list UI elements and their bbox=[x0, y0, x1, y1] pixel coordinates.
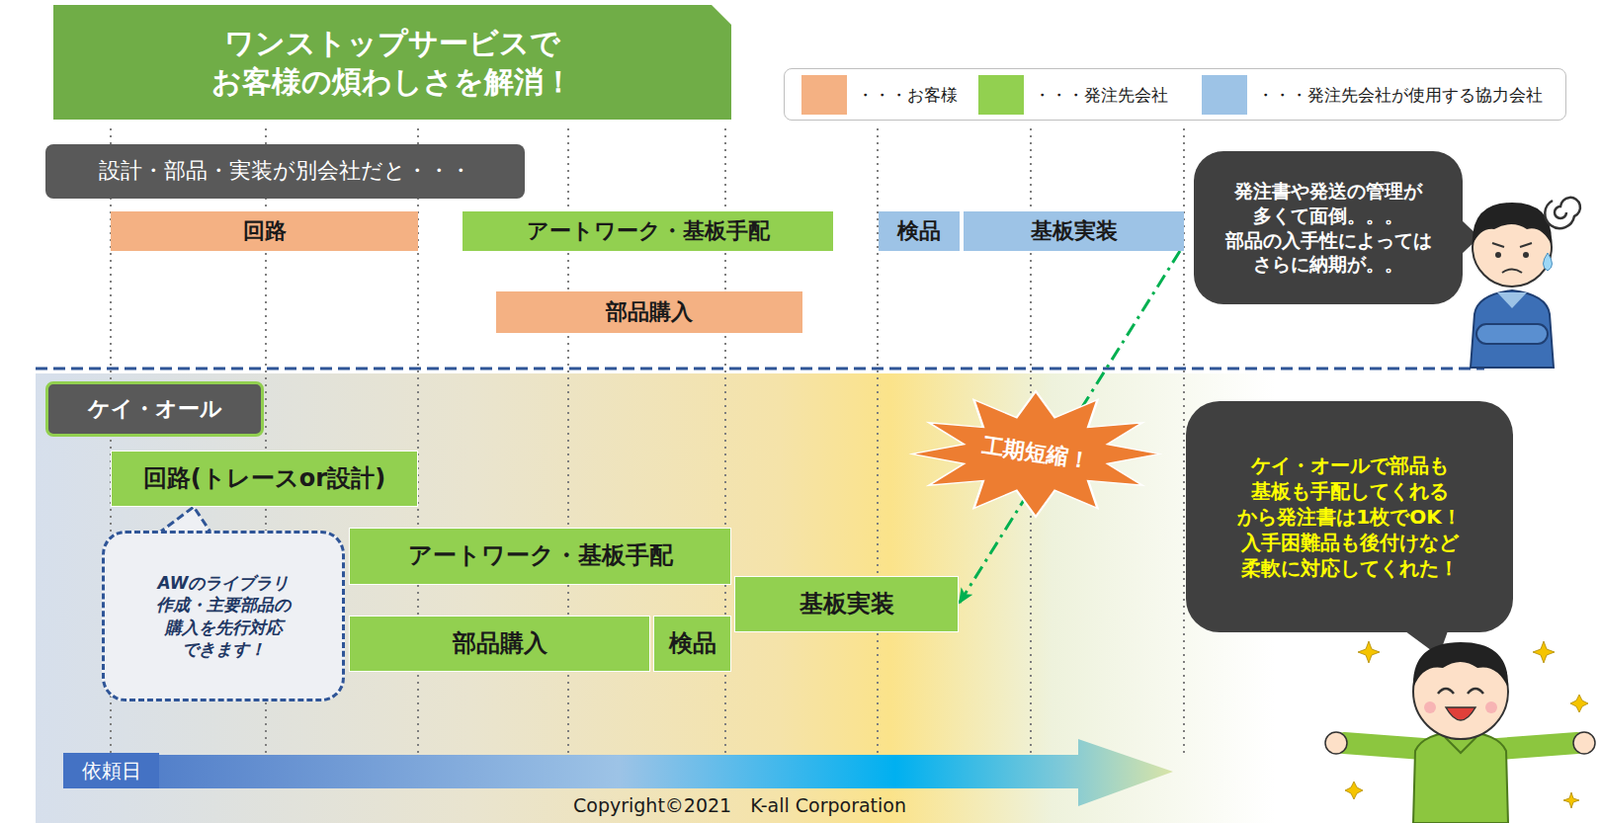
task-bar: アートワーク・基板手配 bbox=[462, 211, 834, 252]
node-text: 基板実装 bbox=[799, 589, 895, 620]
task-bar: 部品購入 bbox=[496, 291, 803, 334]
legend-swatch bbox=[801, 75, 847, 115]
sparkle bbox=[1345, 641, 1589, 809]
worried-person bbox=[1470, 197, 1581, 368]
callout-tail bbox=[158, 506, 212, 534]
callout-tail bbox=[158, 506, 212, 534]
section-divider bbox=[35, 368, 1485, 370]
node-text: 発注書や発送の管理が 多くて面倒。。。 部品の入手性によっては さらに納期が。。 bbox=[1220, 178, 1437, 277]
node-text: 基板実装 bbox=[1030, 217, 1118, 247]
happy-person bbox=[1437, 688, 1484, 694]
worried-person bbox=[1476, 324, 1548, 344]
legend-item: ・・・お客様 bbox=[801, 75, 958, 115]
lower-region bbox=[35, 373, 1275, 823]
callout-box: AWのライブラリ 作成・主要部品の 購入を先行対応 できます！ bbox=[101, 530, 345, 702]
starburst-shape bbox=[912, 391, 1160, 517]
node-text: ケイ・オール bbox=[87, 395, 223, 424]
happy-person bbox=[1485, 701, 1498, 714]
happy-person bbox=[1445, 707, 1476, 721]
node-text: 部品購入 bbox=[605, 298, 693, 328]
node-text: 検品 bbox=[897, 217, 941, 247]
task-bar: 検品 bbox=[653, 615, 732, 673]
timeline-label: 依頼日 bbox=[63, 753, 160, 789]
happy-person bbox=[1424, 701, 1436, 714]
happy-person bbox=[1573, 732, 1596, 755]
copyright-note: Copyright©2021 K-all Corporation bbox=[573, 793, 907, 820]
legend-box: ・・・お客様 ・・・発注先会社 ・・・発注先会社が使用する協力会社 bbox=[783, 68, 1567, 121]
node-text: AWのライブラリ 作成・主要部品の 購入を先行対応 できます！ bbox=[148, 572, 300, 660]
node-text: 部品購入 bbox=[452, 628, 548, 660]
node-text: ケイ・オールで部品も 基板も手配してくれる から発注書は1枚でOK！ 入手困難品… bbox=[1236, 452, 1464, 582]
legend-swatch bbox=[1201, 75, 1248, 115]
banner-shape bbox=[53, 4, 732, 120]
sparkle bbox=[1532, 641, 1555, 664]
happy-person bbox=[1325, 642, 1596, 823]
task-bar: アートワーク・基板手配 bbox=[348, 527, 732, 586]
starburst: 工期短縮！ bbox=[912, 391, 1160, 517]
happy-person bbox=[1413, 731, 1509, 823]
task-bar: 回路 bbox=[110, 211, 419, 252]
node-text: 検品 bbox=[669, 628, 717, 660]
task-bar: 部品購入 bbox=[348, 615, 651, 673]
legend-text: ・・・発注先会社 bbox=[1033, 84, 1169, 107]
legend-item: ・・・発注先会社が使用する協力会社 bbox=[1201, 75, 1543, 115]
section-divider bbox=[35, 367, 1485, 371]
worried-person bbox=[1522, 252, 1529, 258]
sparkle bbox=[1563, 792, 1580, 809]
sparkle bbox=[1345, 781, 1363, 800]
worried-person bbox=[1472, 202, 1552, 246]
worried-person bbox=[1543, 252, 1553, 271]
node-text: 依頼日 bbox=[82, 757, 142, 784]
speech-bubble: 発注書や発送の管理が 多くて面倒。。。 部品の入手性によっては さらに納期が。。 bbox=[1193, 151, 1463, 305]
worried-person bbox=[1497, 292, 1527, 309]
worried-person bbox=[1502, 269, 1522, 274]
legend-text: ・・・お客様 bbox=[856, 84, 958, 107]
task-bar: 基板実装 bbox=[734, 576, 959, 633]
node-text: 設計・部品・実装が別会社だと・・・ bbox=[98, 157, 472, 186]
legend-swatch bbox=[978, 75, 1024, 115]
task-bar: 基板実装 bbox=[963, 211, 1184, 252]
header-box: 設計・部品・実装が別会社だと・・・ bbox=[45, 144, 525, 199]
company-label: ケイ・オール bbox=[45, 381, 264, 437]
happy-person bbox=[1413, 642, 1509, 688]
title-banner: ワンストップサービスで お客様の煩わしさを解消！ bbox=[53, 4, 732, 120]
node-text: アートワーク・基板手配 bbox=[408, 540, 674, 572]
lower-region bbox=[35, 373, 1275, 823]
legend-item: ・・・発注先会社 bbox=[978, 75, 1169, 115]
task-bar: 回路(トレースor設計) bbox=[110, 450, 419, 507]
worried-person bbox=[1492, 243, 1532, 248]
task-bar: 検品 bbox=[878, 211, 960, 252]
title-text: ワンストップサービスで お客様の煩わしさを解消！ bbox=[207, 23, 579, 101]
node-text: アートワーク・基板手配 bbox=[526, 217, 770, 247]
legend-text: ・・・発注先会社が使用する協力会社 bbox=[1257, 84, 1543, 107]
banner-shape bbox=[53, 4, 732, 120]
sparkle bbox=[1357, 641, 1380, 664]
node-text: 回路(トレースor設計) bbox=[143, 463, 386, 495]
sparkle bbox=[1570, 694, 1589, 713]
speech-bubble: ケイ・オールで部品も 基板も手配してくれる から発注書は1枚でOK！ 入手困難品… bbox=[1185, 401, 1514, 633]
worried-person bbox=[1495, 252, 1502, 258]
happy-person bbox=[1325, 732, 1348, 755]
node-text: 回路 bbox=[243, 217, 287, 247]
worried-person bbox=[1470, 290, 1554, 368]
worried-person bbox=[1544, 197, 1581, 229]
